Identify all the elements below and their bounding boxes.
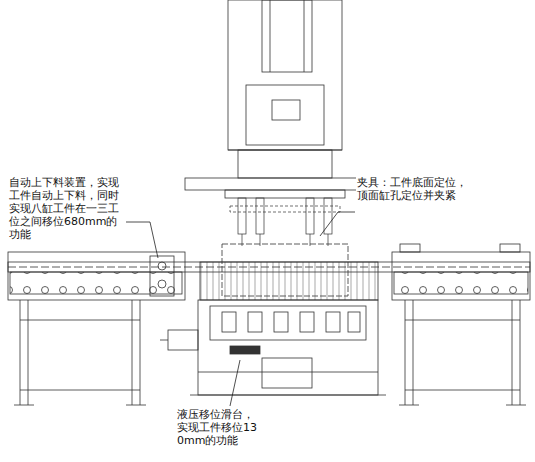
slide-callout: 液压移位滑台，实现工件移位130mm的功能 xyxy=(176,408,260,447)
feeder-callout: 自动上下料装置，实现工件自动上下料，同时实现八缸工件在一三工位之间移位680mm… xyxy=(8,176,126,241)
fixture-callout: 夹具：工件底面定位，顶面缸孔定位并夹紧 xyxy=(356,176,474,202)
